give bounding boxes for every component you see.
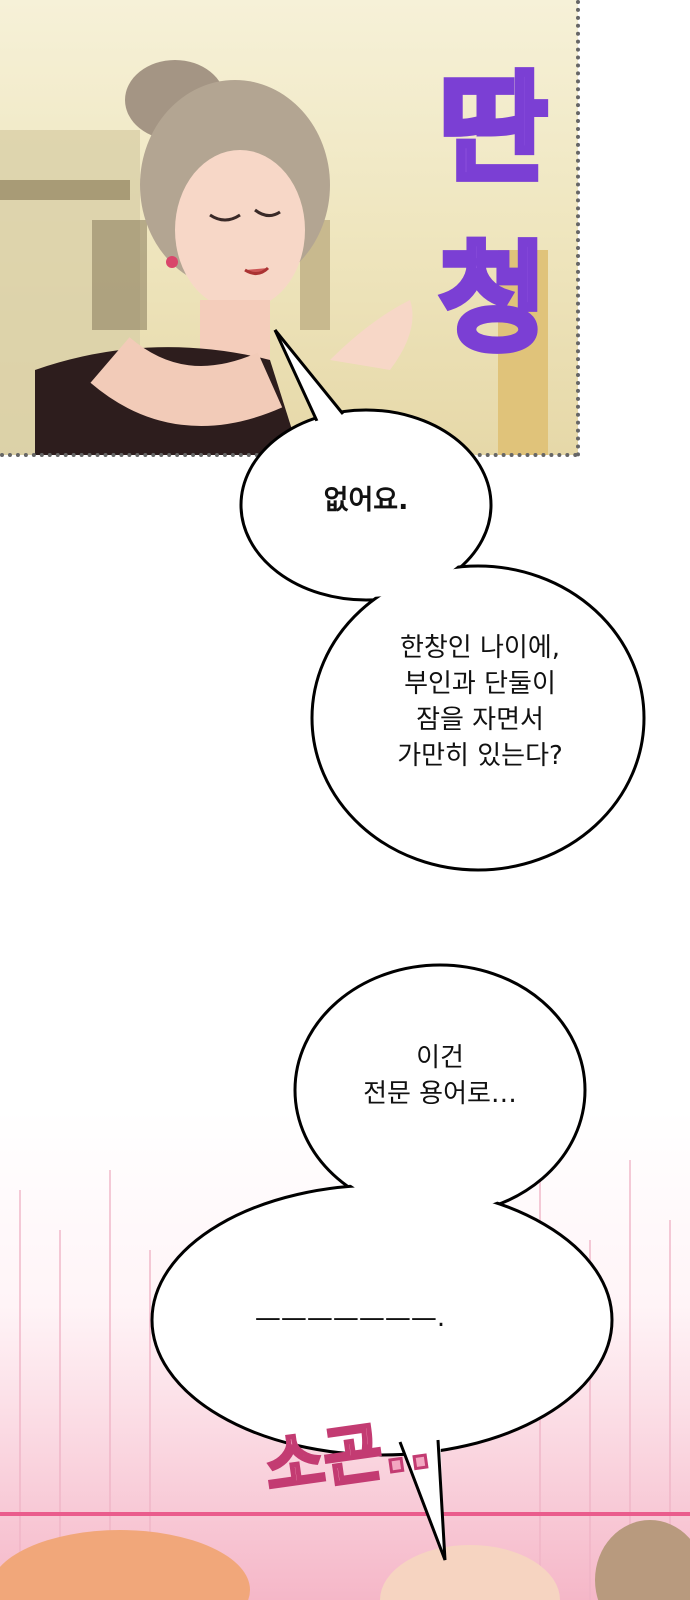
scene-illustration (0, 60, 548, 455)
top-panel: 딴 청 (0, 0, 578, 455)
bubble-2-line-4: 가만히 있는다? (397, 741, 563, 771)
bubble-3-line-1: 이건 (416, 1043, 464, 1073)
divider-line (0, 1512, 690, 1516)
bubble-2-line-2: 부인과 단둘이 (404, 669, 556, 699)
bubble-4-line-1: ———————. (254, 1303, 446, 1333)
bubble-2-text: 한창인 나이에, 부인과 단둘이 잠을 자면서 가만히 있는다? (345, 630, 615, 774)
sfx-vertical: 딴 청 (428, 60, 558, 380)
sfx-char-2: 청 (436, 230, 551, 368)
bubble-2-line-3: 잠을 자면서 (416, 705, 544, 735)
bubble-4-text: ———————. (250, 1303, 450, 1333)
bubble-3-text: 이건 전문 용어로… (320, 1040, 560, 1112)
bubble-1-text: 없어요. (290, 478, 442, 517)
speed-lines (0, 1160, 690, 1600)
bubble-2 (310, 564, 646, 872)
panel-border-right (576, 0, 580, 457)
sfx-char-1: 딴 (436, 60, 551, 198)
bubble-2-line-1: 한창인 나이에, (399, 633, 561, 663)
bubble-3-line-2: 전문 용어로… (363, 1079, 517, 1109)
bubble-1-line: 없어요. (323, 485, 409, 516)
